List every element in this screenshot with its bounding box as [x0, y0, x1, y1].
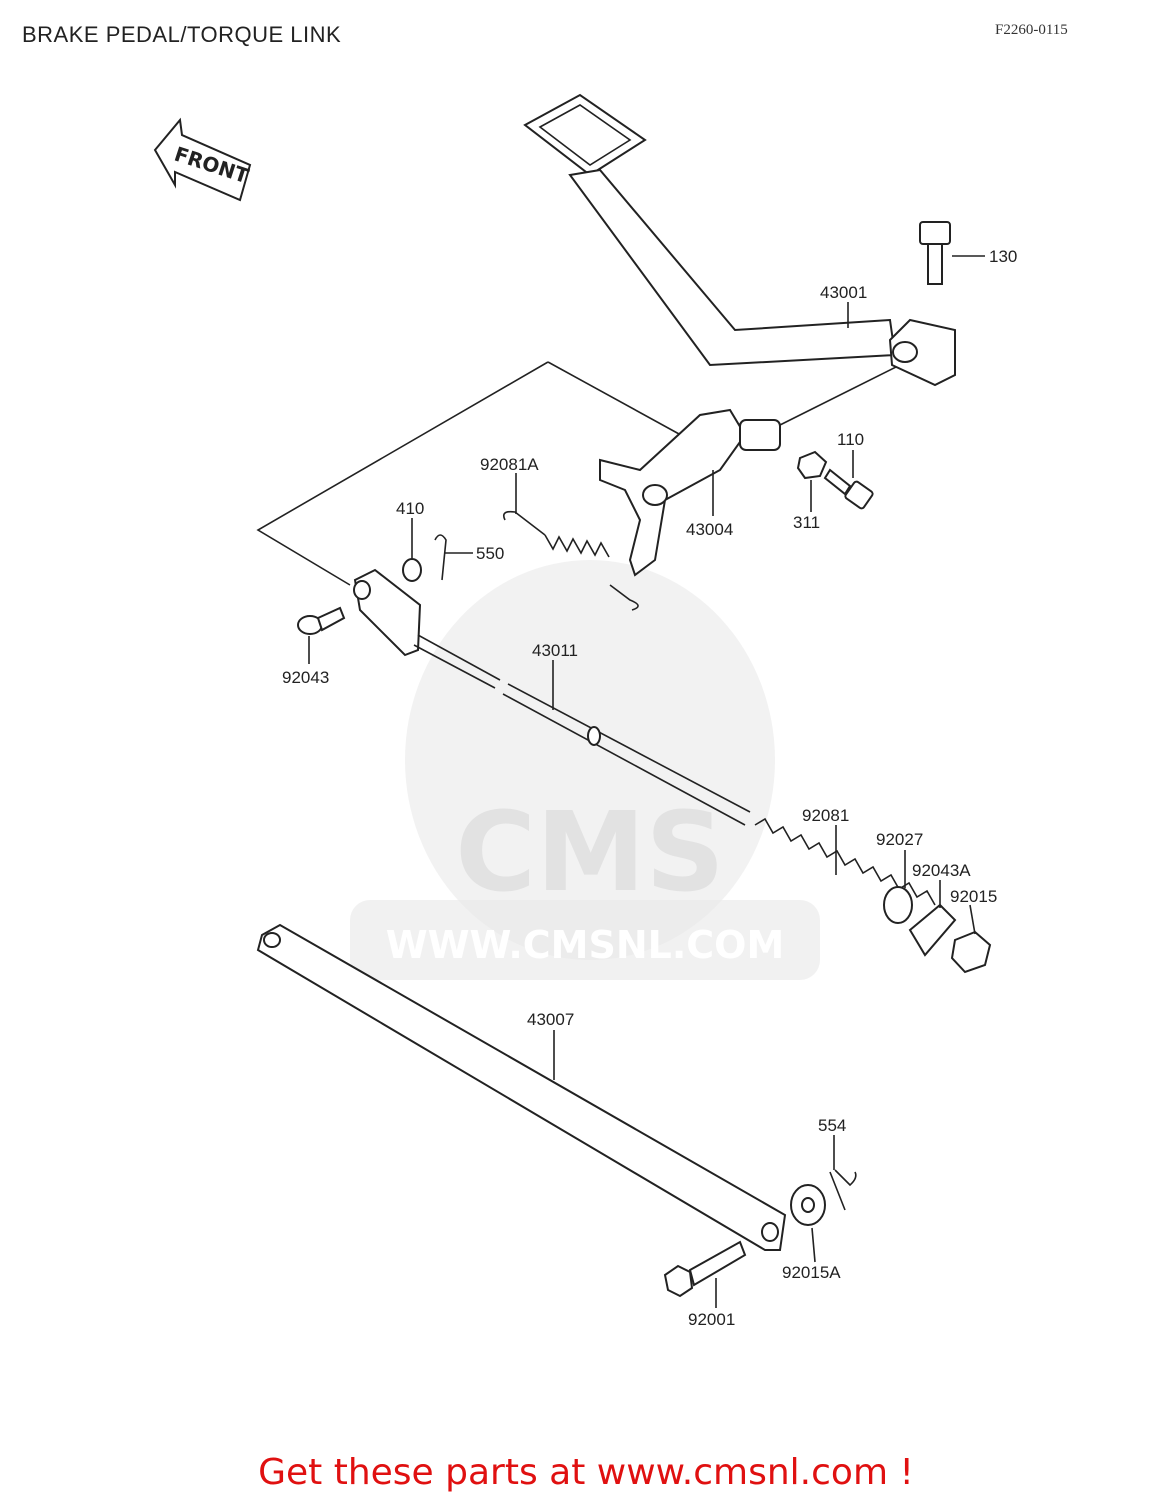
- bolt-110: [823, 468, 874, 510]
- part-label-130[interactable]: 130: [989, 247, 1017, 266]
- pin-554: [829, 1169, 857, 1211]
- washer-410: [402, 558, 422, 582]
- bolt-130: [919, 221, 951, 285]
- reference-line-3: [779, 364, 901, 426]
- part-label-92001[interactable]: 92001: [688, 1310, 735, 1329]
- pivot-bracket: [599, 408, 781, 577]
- part-label-43004[interactable]: 43004: [686, 520, 733, 539]
- watermark: CMS WWW.CMSNL.COM: [350, 560, 820, 980]
- part-label-550[interactable]: 550: [476, 544, 504, 563]
- nut-92015: [950, 930, 992, 974]
- spring-92081A: [502, 510, 639, 611]
- part-label-43011[interactable]: 43011: [532, 641, 578, 660]
- nut-311: [796, 450, 828, 480]
- part-label-92081[interactable]: 92081: [802, 806, 849, 825]
- part-label-92027[interactable]: 92027: [876, 830, 923, 849]
- watermark-logo: CMS: [455, 788, 724, 916]
- reference-line: [256, 361, 549, 586]
- part-label-92081A[interactable]: 92081A: [480, 455, 539, 474]
- collar-92015A: [790, 1184, 826, 1226]
- diagram-code: F2260-0115: [995, 22, 1068, 38]
- part-label-311[interactable]: 311: [793, 513, 820, 532]
- watermark-url: WWW.CMSNL.COM: [386, 923, 785, 967]
- brake-rod: [353, 568, 751, 826]
- part-label-92015[interactable]: 92015: [950, 887, 997, 906]
- part-label-110[interactable]: 110: [837, 430, 864, 449]
- part-label-92015A[interactable]: 92015A: [782, 1263, 841, 1282]
- torque-link: [256, 923, 787, 1251]
- cta-link[interactable]: Get these parts at www.cmsnl.com !: [258, 1452, 914, 1493]
- diagram-title: BRAKE PEDAL/TORQUE LINK: [22, 22, 342, 47]
- part-label-43001[interactable]: 43001: [820, 283, 867, 302]
- part-label-410[interactable]: 410: [396, 499, 424, 518]
- leader-lines: [308, 255, 985, 1308]
- joint-92043A: [908, 903, 957, 957]
- part-label-554[interactable]: 554: [818, 1116, 846, 1135]
- collar-92027: [883, 886, 913, 924]
- part-label-43007[interactable]: 43007: [527, 1010, 574, 1029]
- part-label-92043[interactable]: 92043: [282, 668, 329, 687]
- cotter-pin-550: [434, 534, 447, 581]
- bolt-92001: [663, 1240, 747, 1298]
- front-arrow-icon: FRONT: [153, 117, 252, 202]
- clevis-pin-92043: [297, 606, 346, 635]
- brake-pedal: [523, 93, 956, 387]
- parts-diagram: CMS WWW.CMSNL.COM FRONT: [153, 93, 1017, 1329]
- reference-line-2: [547, 361, 691, 441]
- part-label-92043A[interactable]: 92043A: [912, 861, 971, 880]
